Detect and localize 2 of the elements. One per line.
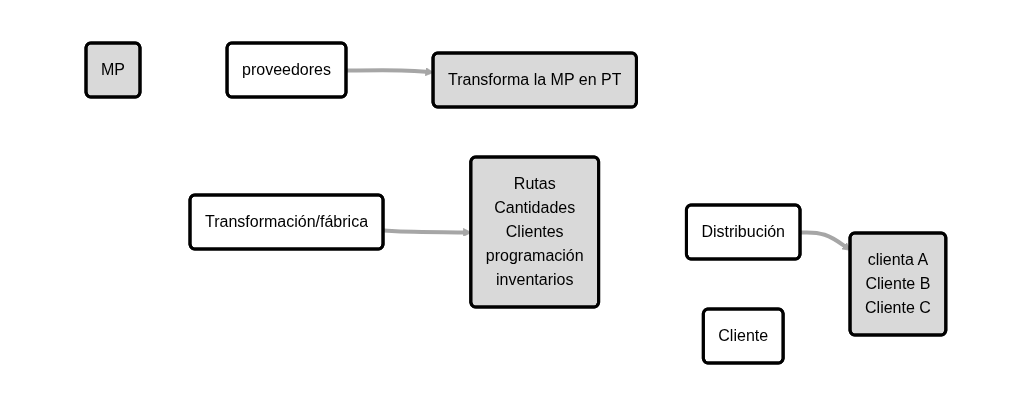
- arrow: [800, 230, 851, 251]
- arrow: [346, 67, 434, 77]
